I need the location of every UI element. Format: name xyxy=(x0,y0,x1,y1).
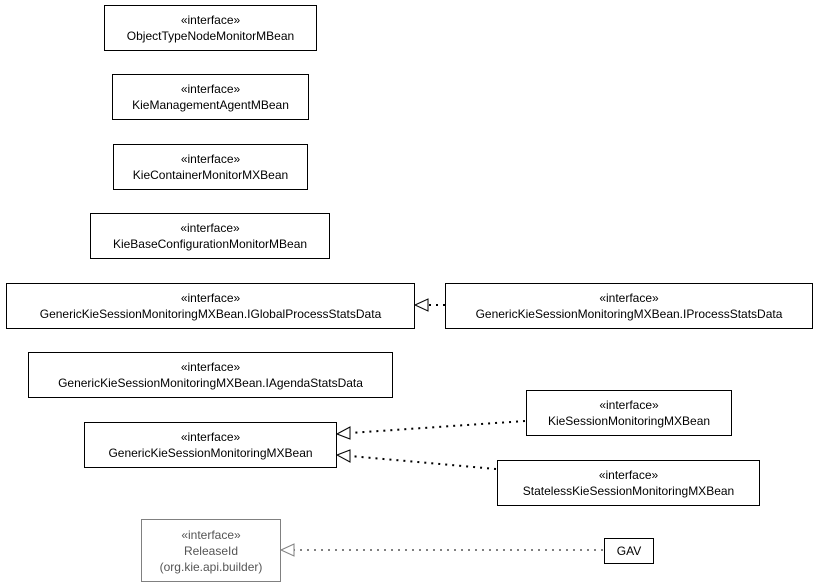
stereotype-label: «interface» xyxy=(180,82,241,96)
package-label: (org.kie.api.builder) xyxy=(159,559,263,574)
class-name: GenericKieSessionMonitoringMXBean.IAgend… xyxy=(58,376,363,390)
stereotype-label: «interface» xyxy=(180,221,240,235)
stereotype-label: «interface» xyxy=(180,13,241,27)
stereotype-label: «interface» xyxy=(180,430,241,444)
node-generic-kie-session-monitoring[interactable]: «interface» GenericKieSessionMonitoringM… xyxy=(84,422,337,468)
stereotype-label: «interface» xyxy=(181,527,241,542)
class-name: KieManagementAgentMBean xyxy=(132,98,289,112)
realization-arrowhead xyxy=(279,543,295,557)
stereotype-label: «interface» xyxy=(599,291,659,305)
class-name: StatelessKieSessionMonitoringMXBean xyxy=(522,484,735,498)
class-name: GenericKieSessionMonitoringMXBean xyxy=(108,446,313,460)
stereotype-label: «interface» xyxy=(598,468,659,482)
realization-arrowhead xyxy=(335,426,351,440)
class-name: ObjectTypeNodeMonitorMBean xyxy=(126,29,295,43)
class-name: ReleaseId xyxy=(183,543,239,558)
node-kie-container-monitor[interactable]: «interface» KieContainerMonitorMXBean xyxy=(113,144,308,190)
class-name: KieBaseConfigurationMonitorMBean xyxy=(112,237,308,251)
node-process-stats-data[interactable]: «interface» GenericKieSessionMonitoringM… xyxy=(445,283,813,329)
class-name: GAV xyxy=(616,544,642,558)
edge-kiesession-to-generic xyxy=(349,420,526,434)
node-kie-session-monitoring[interactable]: «interface» KieSessionMonitoringMXBean xyxy=(526,390,732,436)
realization-arrowhead xyxy=(413,298,429,312)
node-stateless-kie-session-monitoring[interactable]: «interface» StatelessKieSessionMonitorin… xyxy=(497,460,760,506)
node-gav[interactable]: GAV xyxy=(604,538,654,564)
class-name: KieContainerMonitorMXBean xyxy=(132,168,289,182)
class-name: KieSessionMonitoringMXBean xyxy=(547,414,711,428)
class-name: GenericKieSessionMonitoringMXBean.IGloba… xyxy=(39,307,382,321)
node-kie-base-configuration-monitor[interactable]: «interface» KieBaseConfigurationMonitorM… xyxy=(90,213,330,259)
edge-stateless-to-generic xyxy=(349,455,497,470)
realization-arrowhead xyxy=(335,449,351,463)
stereotype-label: «interface» xyxy=(599,398,659,412)
node-release-id[interactable]: «interface» ReleaseId (org.kie.api.build… xyxy=(141,519,281,582)
stereotype-label: «interface» xyxy=(180,291,241,305)
node-agenda-stats-data[interactable]: «interface» GenericKieSessionMonitoringM… xyxy=(28,352,393,398)
node-kie-management-agent[interactable]: «interface» KieManagementAgentMBean xyxy=(112,74,309,120)
stereotype-label: «interface» xyxy=(180,360,241,374)
node-global-process-stats-data[interactable]: «interface» GenericKieSessionMonitoringM… xyxy=(6,283,415,329)
stereotype-label: «interface» xyxy=(180,152,241,166)
node-object-type-node-monitor[interactable]: «interface» ObjectTypeNodeMonitorMBean xyxy=(104,5,317,51)
class-name: GenericKieSessionMonitoringMXBean.IProce… xyxy=(475,307,783,321)
